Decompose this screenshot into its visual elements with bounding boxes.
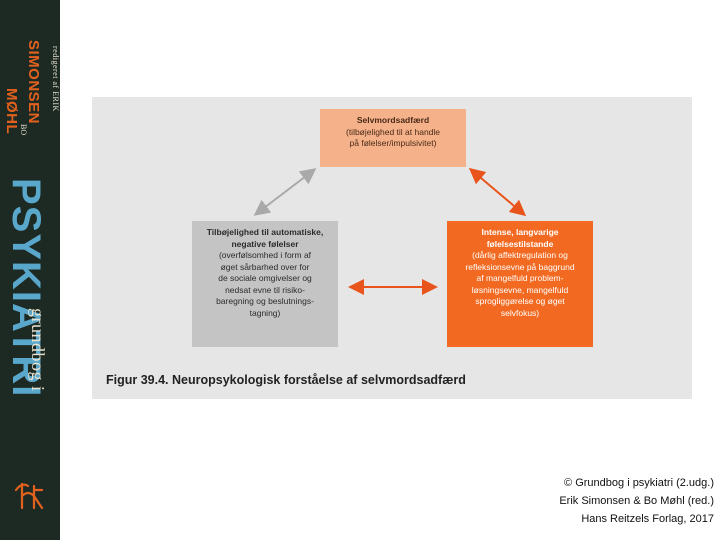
box-suicidal-behavior: Selvmordsadfærd (tilbøjelighed til at ha… — [320, 109, 466, 167]
spine-author-bo: BO — [19, 124, 28, 136]
box-left-body: (overfølsomhed i form af øget sårbarhed … — [216, 250, 314, 318]
credit-line-2: Erik Simonsen & Bo Møhl (red.) — [559, 495, 714, 507]
spine-author-simonsen: SIMONSEN — [25, 40, 42, 125]
publisher-logo-icon — [14, 482, 44, 510]
arrow-left-top — [253, 168, 317, 216]
spine-subtitle: grundbog i — [28, 308, 48, 392]
credit-line-3: Hans Reitzels Forlag, 2017 — [581, 513, 714, 525]
spine-author-mohl: MØHL — [3, 88, 20, 135]
figure-panel: Selvmordsadfærd (tilbøjelighed til at ha… — [92, 97, 692, 399]
box-top-heading: Selvmordsadfærd — [356, 115, 430, 125]
diagram-arrows — [253, 167, 527, 295]
book-spine: redigeret af ERIK SIMONSEN BO MØHL PSYKI… — [0, 0, 60, 540]
box-top-body: (tilbøjelighed til at handle på følelser… — [345, 126, 441, 149]
arrow-right-top — [468, 167, 527, 217]
box-right-body: (dårlig affektregulation og refleksionse… — [465, 250, 575, 318]
box-left-heading: Tilbøjelighed til automatiske, negative … — [206, 227, 324, 249]
credit-line-1: © Grundbog i psykiatri (2.udg.) — [564, 477, 714, 489]
box-right-heading: Intense, langvarige følelsestilstande — [481, 227, 559, 249]
box-intense-emotional-states: Intense, langvarige følelsestilstande (d… — [447, 221, 593, 347]
spine-editor-line: redigeret af ERIK — [51, 46, 60, 112]
copyright-credit: © Grundbog i psykiatri (2.udg.) Erik Sim… — [559, 474, 714, 528]
box-negative-feelings: Tilbøjelighed til automatiske, negative … — [192, 221, 338, 347]
figure-caption: Figur 39.4. Neuropsykologisk forståelse … — [106, 373, 466, 387]
